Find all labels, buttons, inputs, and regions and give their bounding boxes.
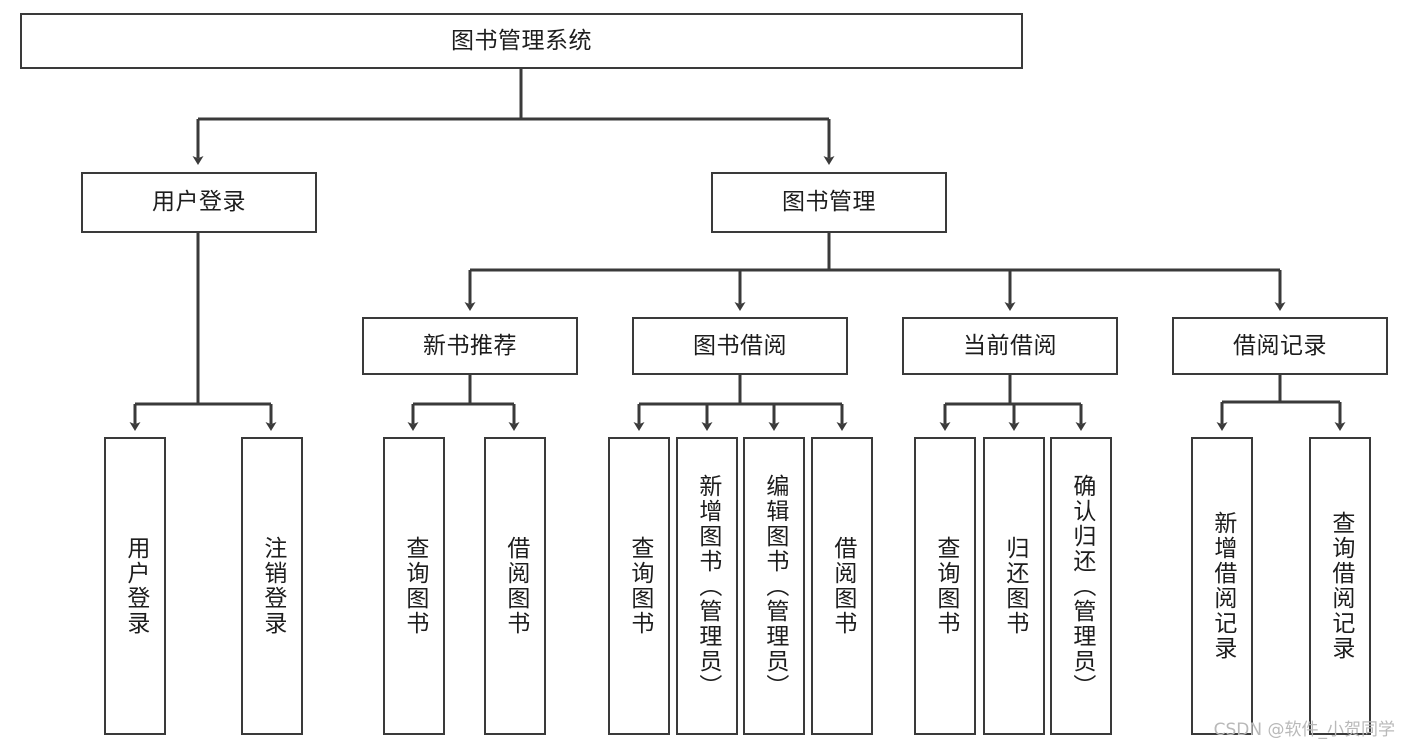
node-user-login[interactable]: 用户登录 [81, 172, 317, 233]
node-label: 用户登录 [152, 189, 246, 216]
leaf-currentborrow-return-book[interactable]: 归还图书 [983, 437, 1045, 735]
node-label: 图书管理 [782, 189, 876, 216]
node-label: 归还图书 [1001, 536, 1028, 636]
leaf-user-login-signout[interactable]: 注销登录 [241, 437, 303, 735]
leaf-newbook-query-book[interactable]: 查询图书 [383, 437, 445, 735]
leaf-borrowrecord-query-record[interactable]: 查询借阅记录 [1309, 437, 1371, 735]
node-label: 新增图书（管理员） [694, 473, 721, 699]
node-new-book-recommendation[interactable]: 新书推荐 [362, 317, 578, 375]
node-label: 借阅图书 [502, 536, 529, 636]
node-label: 新书推荐 [423, 332, 517, 359]
node-label: 图书管理系统 [451, 27, 592, 54]
node-label: 新增借阅记录 [1209, 511, 1236, 661]
node-label: 查询图书 [401, 536, 428, 636]
leaf-currentborrow-confirm-return[interactable]: 确认归还（管理员） [1050, 437, 1112, 735]
leaf-currentborrow-query-book[interactable]: 查询图书 [914, 437, 976, 735]
node-label: 图书借阅 [693, 332, 787, 359]
node-label: 查询图书 [626, 536, 653, 636]
leaf-bookborrow-query-book[interactable]: 查询图书 [608, 437, 670, 735]
node-label: 借阅图书 [829, 536, 856, 636]
node-label: 注销登录 [259, 536, 286, 636]
node-book-management[interactable]: 图书管理 [711, 172, 947, 233]
node-borrowing-records[interactable]: 借阅记录 [1172, 317, 1388, 375]
node-current-borrowing[interactable]: 当前借阅 [902, 317, 1118, 375]
leaf-bookborrow-edit-book[interactable]: 编辑图书（管理员） [743, 437, 805, 735]
node-book-borrowing[interactable]: 图书借阅 [632, 317, 848, 375]
node-label: 当前借阅 [963, 332, 1057, 359]
leaf-bookborrow-borrow-book[interactable]: 借阅图书 [811, 437, 873, 735]
leaf-borrowrecord-add-record[interactable]: 新增借阅记录 [1191, 437, 1253, 735]
node-label: 确认归还（管理员） [1068, 473, 1095, 699]
node-label: 用户登录 [122, 536, 149, 636]
leaf-newbook-borrow-book[interactable]: 借阅图书 [484, 437, 546, 735]
leaf-user-login-signin[interactable]: 用户登录 [104, 437, 166, 735]
leaf-bookborrow-add-book[interactable]: 新增图书（管理员） [676, 437, 738, 735]
node-label: 借阅记录 [1233, 332, 1327, 359]
node-label: 查询借阅记录 [1327, 511, 1354, 661]
node-root-system[interactable]: 图书管理系统 [20, 13, 1023, 69]
node-label: 编辑图书（管理员） [761, 473, 788, 699]
node-label: 查询图书 [932, 536, 959, 636]
